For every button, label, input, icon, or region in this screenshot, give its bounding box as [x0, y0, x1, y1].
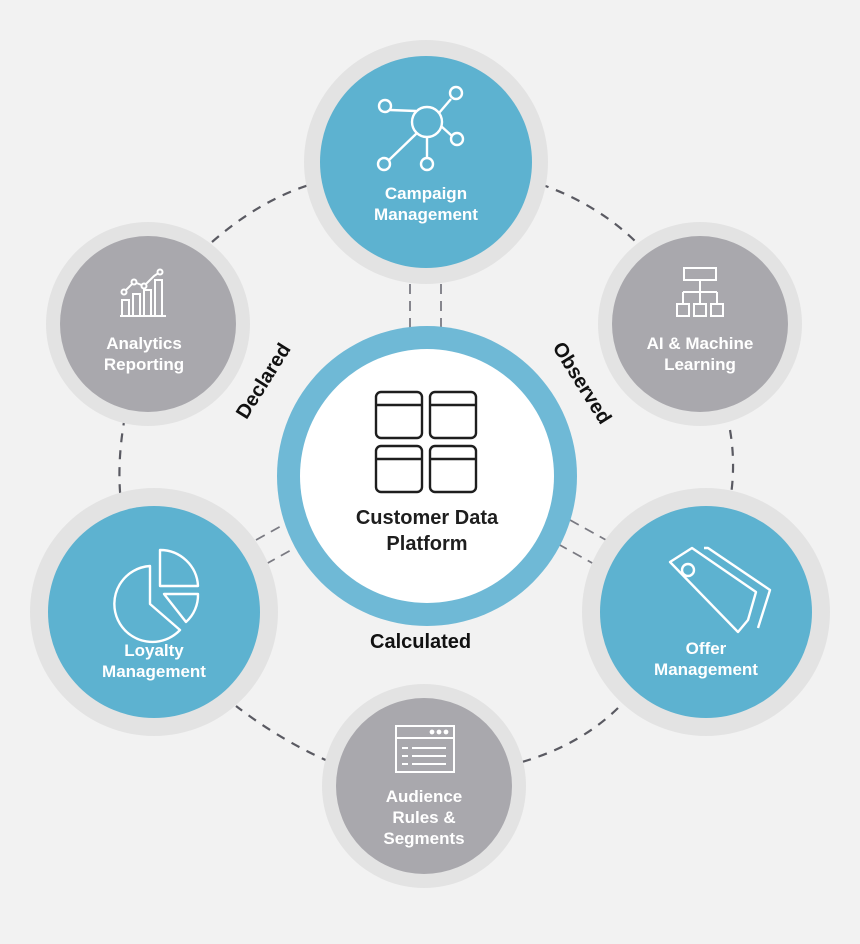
loyalty-label-line2: Management: [102, 662, 206, 681]
data-grid-icon: [374, 390, 478, 494]
node-audience: [322, 684, 526, 888]
browser-list-icon: [395, 725, 455, 773]
network-icon: [376, 85, 465, 172]
connector-audience-loyalty: [235, 705, 331, 764]
node-analytics: [46, 222, 250, 426]
analytics-label-line1: Analytics: [106, 334, 182, 353]
offer-label-line2: Management: [654, 660, 758, 679]
connector-campaign-ai: [539, 182, 641, 247]
ai-label-line1: AI & Machine: [646, 334, 754, 353]
spoke-offer-upper: [569, 519, 607, 541]
hierarchy-icon: [676, 267, 724, 317]
center-connectors: [255, 284, 607, 565]
offer-label-line1: Offer: [685, 639, 727, 658]
spoke-offer-lower: [557, 543, 595, 565]
campaign-management-label: Campaign Management: [374, 183, 478, 225]
connector-offer-audience: [521, 707, 619, 764]
campaign-label-line2: Management: [374, 205, 478, 224]
pie-chart-icon: [113, 548, 200, 644]
node-loyalty: [30, 488, 278, 736]
node-ai: [598, 222, 802, 426]
audience-label-line1: Audience: [385, 787, 463, 806]
node-offer: [582, 488, 830, 736]
center-platform-label: Customer Data Platform: [356, 505, 498, 557]
center-label-line1: Customer Data: [355, 507, 499, 529]
campaign-label-line1: Campaign: [384, 184, 468, 203]
analytics-label-line2: Reporting: [103, 355, 185, 374]
offer-management-label: Offer Management: [654, 638, 758, 680]
calculated-label: Calculated: [370, 631, 472, 653]
analytics-chart-icon: [120, 268, 166, 317]
price-tag-icon: [668, 546, 772, 634]
ai-label-line2: Learning: [664, 355, 736, 374]
connector-analytics-campaign: [211, 182, 313, 243]
center-label-line2: Platform: [386, 533, 468, 555]
analytics-reporting-label: Analytics Reporting: [104, 333, 184, 375]
ai-machine-learning-label: AI & Machine Learning: [647, 333, 754, 375]
loyalty-management-label: Loyalty Management: [102, 640, 206, 682]
loyalty-label-line1: Loyalty: [124, 641, 184, 660]
center-platform: [277, 326, 577, 626]
audience-label-line2: Rules &: [392, 808, 456, 827]
audience-rules-segments-label: Audience Rules & Segments: [383, 786, 464, 849]
audience-label-line3: Segments: [383, 829, 465, 848]
node-campaign: [304, 40, 548, 284]
